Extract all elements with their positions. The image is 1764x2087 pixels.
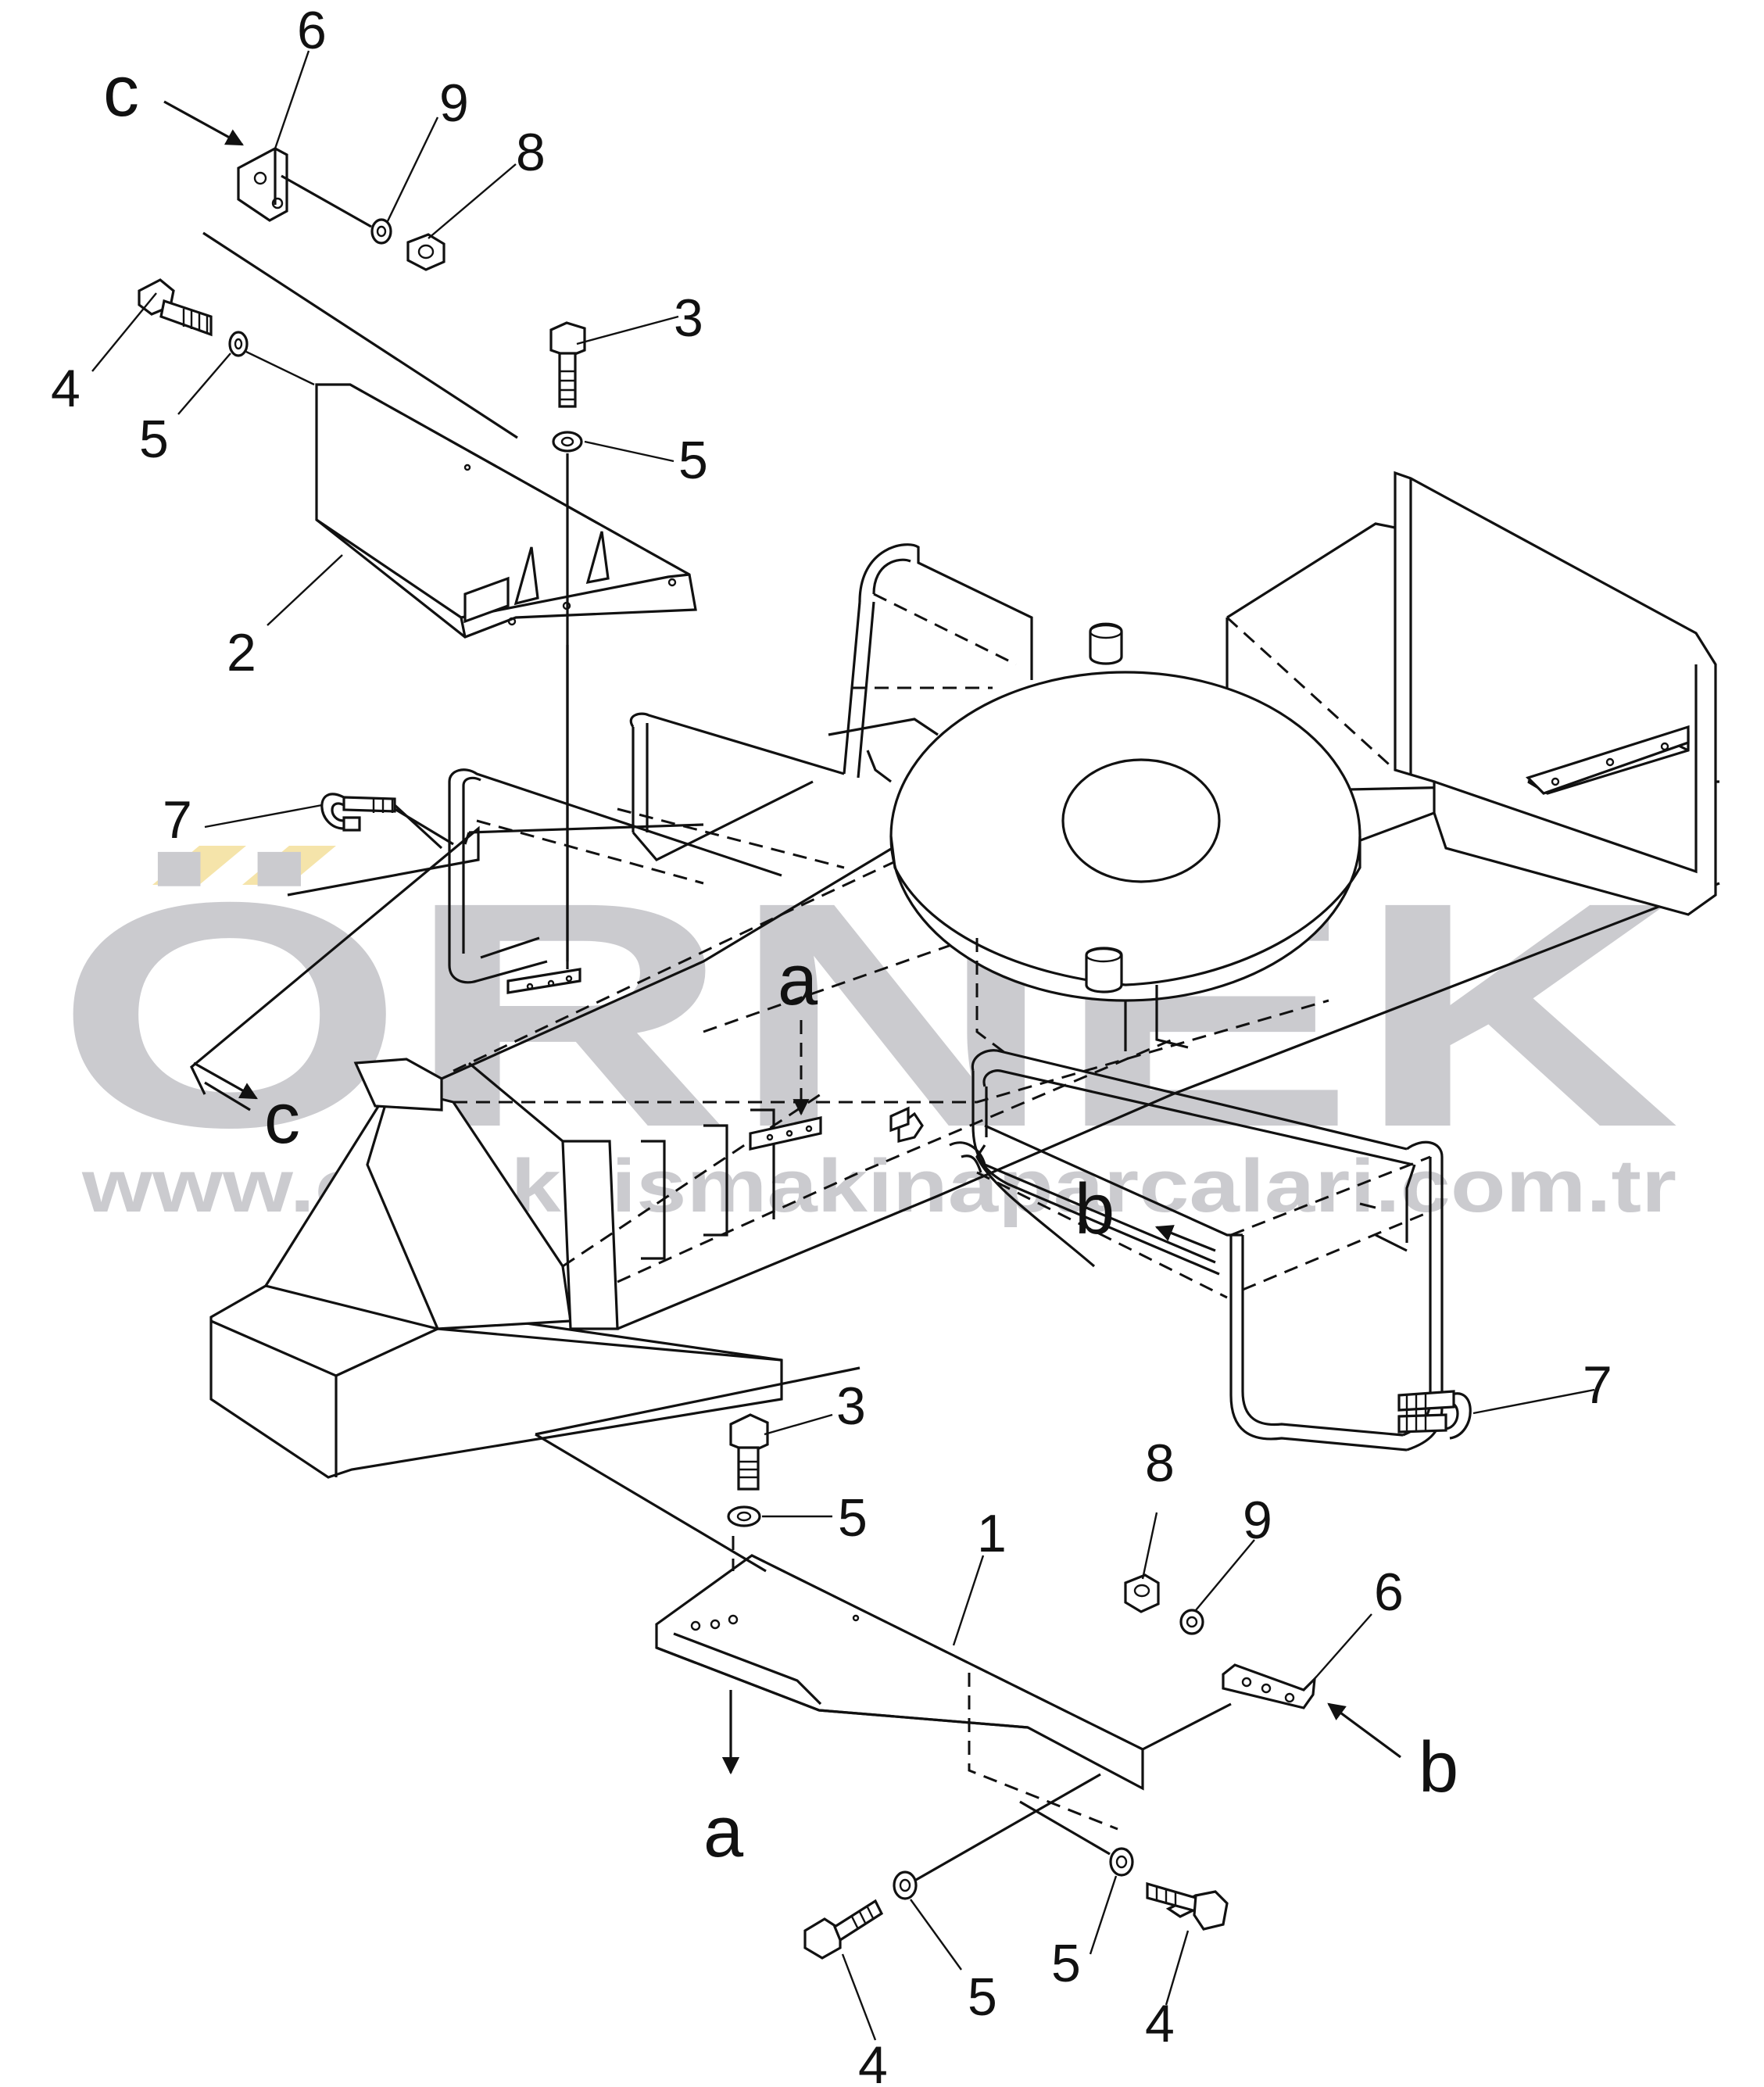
- callout-9-top: 9: [439, 73, 469, 133]
- watermark-accent-right: [242, 846, 336, 885]
- main-frame: [209, 471, 1720, 1479]
- view-arrow-labels: c c a a b b: [103, 52, 1458, 1872]
- nut-8-top: [406, 233, 445, 271]
- washer-9-top: [370, 218, 392, 245]
- view-label-c-mid: c: [264, 1079, 300, 1158]
- washer-5-bottom-right: [1109, 1847, 1134, 1877]
- view-label-a-bottom: a: [703, 1792, 744, 1872]
- u-bolt-7-right: [1397, 1390, 1472, 1440]
- view-arrows: [163, 100, 1401, 1775]
- bolt-3-top: [549, 321, 586, 408]
- callout-4-bottom-right: 4: [1145, 1994, 1175, 2053]
- bolt-4-top: [138, 278, 213, 337]
- callout-4-top: 4: [51, 359, 81, 418]
- callout-3-bottom: 3: [836, 1376, 866, 1436]
- washer-9-bottom: [1179, 1609, 1204, 1635]
- leaders-top: [190, 174, 569, 1112]
- view-label-b-mid: b: [1075, 1169, 1115, 1249]
- bolt-4-bottom-left: [803, 1899, 884, 1960]
- callout-6-bottom: 6: [1374, 1563, 1404, 1622]
- watermark-accent-left: [152, 846, 246, 885]
- callout-4-bottom-left: 4: [858, 2035, 888, 2083]
- washer-5-bottom-mid: [727, 1505, 761, 1527]
- bracket-6-bottom: [1222, 1663, 1317, 1709]
- bracket-6-top: [237, 147, 288, 222]
- bracket-2: [315, 383, 697, 639]
- callout-5-bottom-right: 5: [1051, 1934, 1081, 1993]
- washer-5-bottom-left: [893, 1870, 918, 1900]
- callout-5-bottom-mid: 5: [838, 1488, 868, 1548]
- callout-numbers: 6 9 8 3 4 5 5 2 7 3 5 1 8 9 6 7 5 5 4 4: [51, 1, 1612, 2087]
- plate-1: [655, 1554, 1144, 1831]
- washer-5-top-left: [228, 331, 249, 357]
- bolt-4-bottom-right: [1146, 1881, 1229, 1931]
- washer-5-top-right: [552, 431, 583, 453]
- callout-6-top: 6: [297, 1, 327, 60]
- nut-8-bottom: [1124, 1573, 1160, 1613]
- leaders-bottom: [535, 1366, 1232, 1881]
- callout-3-top: 3: [674, 288, 703, 348]
- callout-9-bottom: 9: [1243, 1491, 1272, 1550]
- callout-8-top: 8: [516, 123, 546, 182]
- callout-leaders: [91, 50, 1595, 2041]
- view-label-b-bottom: b: [1419, 1727, 1458, 1807]
- callout-7-right: 7: [1583, 1355, 1612, 1415]
- callout-2: 2: [227, 623, 256, 682]
- callout-5-top-right: 5: [678, 431, 708, 490]
- callout-1: 1: [977, 1504, 1007, 1563]
- view-label-a-top: a: [778, 940, 818, 1020]
- watermark-brand: ÖRNEK: [55, 836, 1680, 1194]
- callout-5-bottom-left: 5: [968, 1967, 997, 2027]
- callout-8-bottom: 8: [1145, 1434, 1175, 1493]
- view-label-c-top: c: [103, 52, 139, 131]
- callout-5-top-left: 5: [139, 410, 169, 469]
- u-bolt-7-left: [320, 793, 443, 850]
- bolt-3-bottom: [729, 1413, 769, 1491]
- callout-7-left: 7: [163, 790, 192, 850]
